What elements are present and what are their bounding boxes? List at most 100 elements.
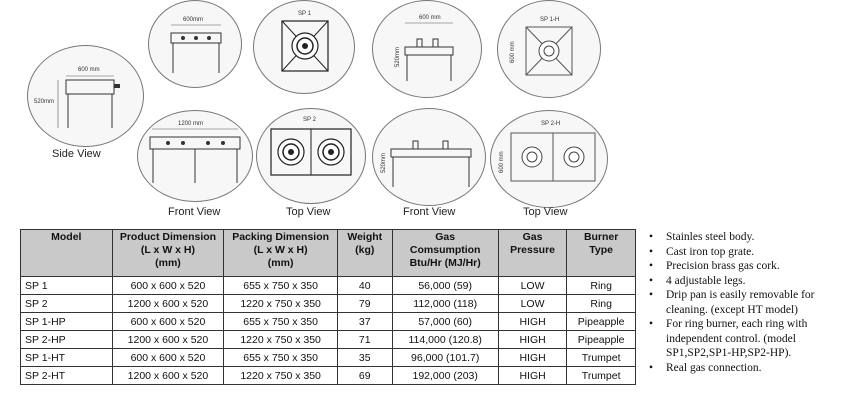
header-weight: Weight (kg) — [336, 229, 393, 277]
cell-weight: 71 — [336, 330, 393, 349]
cell-product-dimension: 600 x 600 x 520 — [111, 312, 225, 331]
feature-item: For ring burner, each ring with independ… — [646, 317, 851, 361]
header-gas-consumption: Gas Comsumption Btu/Hr (MJ/Hr) — [391, 229, 499, 277]
front-view-drawing-sp2: 1200 mm — [137, 110, 253, 202]
cell-gas-consumption: 96,000 (101.7) — [391, 348, 499, 367]
spec-table-header-row: Model Product Dimension (L x W x H) (mm)… — [20, 229, 636, 277]
side-width-label: 600 mm — [78, 67, 100, 73]
front-view-sp1h-svg: 600 mm 520mm — [395, 15, 454, 81]
cell-product-dimension: 600 x 600 x 520 — [111, 276, 225, 295]
top-sp2h-height-label: 600 mm — [499, 151, 505, 173]
top-sp1h-tag: SP 1-H — [540, 17, 559, 23]
cell-weight: 40 — [336, 276, 393, 295]
header-product-dimension: Product Dimension (L x W x H) (mm) — [111, 229, 225, 277]
front-view-drawing-sp1: 600mm — [148, 0, 242, 88]
top-view-drawing-sp1: SP 1 — [253, 0, 355, 94]
side-height-label: 520mm — [34, 99, 54, 105]
header-model: Model — [20, 229, 113, 277]
front-view-sp1-svg: 600mm — [170, 17, 222, 73]
front-view-drawing-sp2h: 520mm — [372, 108, 486, 206]
front-view-drawing-sp1h: 600 mm 520mm — [372, 0, 482, 98]
cell-gas-pressure: HIGH — [497, 366, 568, 385]
side-view-svg: 600 mm 520mm — [34, 67, 120, 128]
cell-packing-dimension: 655 x 750 x 350 — [223, 276, 338, 295]
side-view-drawing: 600 mm 520mm — [27, 45, 144, 147]
front-sp2-width-label: 1200 mm — [178, 121, 203, 127]
top-view-drawing-sp2h: SP 2-H 600 mm — [490, 110, 608, 208]
cell-gas-pressure: LOW — [497, 294, 568, 313]
cell-packing-dimension: 1220 x 750 x 350 — [223, 294, 338, 313]
top-sp2h-tag: SP 2-H — [541, 121, 560, 127]
front-view-sp2-svg: 1200 mm — [149, 121, 241, 183]
cell-packing-dimension: 1220 x 750 x 350 — [223, 330, 338, 349]
top-view-caption-2: Top View — [523, 206, 568, 218]
table-row: SP 2-HP 1200 x 600 x 520 1220 x 750 x 35… — [20, 330, 636, 349]
cell-model: SP 1-HP — [20, 312, 113, 331]
table-row: SP 1 600 x 600 x 520 655 x 750 x 350 40 … — [20, 276, 636, 295]
cell-gas-pressure: HIGH — [497, 312, 568, 331]
front-sp2h-height-label: 520mm — [381, 153, 387, 173]
top-view-caption-1: Top View — [286, 206, 331, 218]
feature-item: Cast iron top grate. — [646, 245, 851, 260]
cell-gas-consumption: 57,000 (60) — [391, 312, 499, 331]
top-view-drawing-sp2: SP 2 — [256, 108, 366, 204]
cell-model: SP 2 — [20, 294, 113, 313]
cell-gas-consumption: 56,000 (59) — [391, 276, 499, 295]
table-row: SP 2 1200 x 600 x 520 1220 x 750 x 350 7… — [20, 294, 636, 313]
cell-gas-pressure: HIGH — [497, 330, 568, 349]
top-sp1h-height-label: 600 mm — [510, 41, 516, 63]
cell-model: SP 1 — [20, 276, 113, 295]
feature-item: Precision brass gas cork. — [646, 259, 851, 274]
cell-burner-type: Trumpet — [566, 366, 636, 385]
front-view-caption-1: Front View — [168, 206, 221, 218]
cell-packing-dimension: 1220 x 750 x 350 — [223, 366, 338, 385]
table-row: SP 1-HT 600 x 600 x 520 655 x 750 x 350 … — [20, 348, 636, 367]
top-view-sp2h-svg: SP 2-H 600 mm — [499, 121, 596, 182]
cell-packing-dimension: 655 x 750 x 350 — [223, 312, 338, 331]
cell-gas-consumption: 112,000 (118) — [391, 294, 499, 313]
cell-burner-type: Pipeapple — [566, 312, 636, 331]
feature-item: Drip pan is easily removable for cleanin… — [646, 288, 851, 317]
front-sp1h-width-label: 600 mm — [419, 15, 441, 21]
cell-product-dimension: 1200 x 600 x 520 — [111, 294, 225, 313]
front-sp1-width-label: 600mm — [183, 17, 203, 23]
top-view-sp2-svg: SP 2 — [270, 117, 352, 176]
cell-gas-consumption: 192,000 (203) — [391, 366, 499, 385]
front-view-caption-2: Front View — [403, 206, 456, 218]
feature-item: Real gas connection. — [646, 361, 851, 376]
header-packing-dimension: Packing Dimension (L x W x H) (mm) — [223, 229, 338, 277]
cell-weight: 37 — [336, 312, 393, 331]
front-sp1h-height-label: 520mm — [395, 47, 401, 67]
feature-item: Stainles steel body. — [646, 230, 851, 245]
cell-burner-type: Trumpet — [566, 348, 636, 367]
cell-weight: 35 — [336, 348, 393, 367]
top-sp1-tag: SP 1 — [298, 11, 312, 17]
feature-list: Stainles steel body. Cast iron top grate… — [646, 230, 851, 375]
cell-model: SP 1-HT — [20, 348, 113, 367]
top-view-sp1-svg: SP 1 — [281, 11, 329, 72]
header-gas-pressure: Gas Pressure — [497, 229, 568, 277]
cell-model: SP 2-HP — [20, 330, 113, 349]
side-view-caption: Side View — [52, 148, 101, 160]
cell-burner-type: Ring — [566, 294, 636, 313]
top-sp2-tag: SP 2 — [303, 117, 317, 123]
cell-weight: 69 — [336, 366, 393, 385]
front-view-sp2h-svg: 520mm — [381, 140, 472, 187]
cell-product-dimension: 1200 x 600 x 520 — [111, 366, 225, 385]
feature-item: 4 adjustable legs. — [646, 274, 851, 289]
top-view-sp1h-svg: SP 1-H 600 mm — [510, 17, 573, 76]
cell-gas-consumption: 114,000 (120.8) — [391, 330, 499, 349]
header-burner-type: Burner Type — [566, 229, 636, 277]
cell-gas-pressure: LOW — [497, 276, 568, 295]
top-view-drawing-sp1h: SP 1-H 600 mm — [497, 0, 601, 98]
table-row: SP 1-HP 600 x 600 x 520 655 x 750 x 350 … — [20, 312, 636, 331]
cell-weight: 79 — [336, 294, 393, 313]
cell-product-dimension: 600 x 600 x 520 — [111, 348, 225, 367]
cell-gas-pressure: HIGH — [497, 348, 568, 367]
cell-burner-type: Ring — [566, 276, 636, 295]
spec-table: Model Product Dimension (L x W x H) (mm)… — [20, 229, 636, 385]
cell-burner-type: Pipeapple — [566, 330, 636, 349]
cell-model: SP 2-HT — [20, 366, 113, 385]
table-row: SP 2-HT 1200 x 600 x 520 1220 x 750 x 35… — [20, 366, 636, 385]
cell-packing-dimension: 655 x 750 x 350 — [223, 348, 338, 367]
